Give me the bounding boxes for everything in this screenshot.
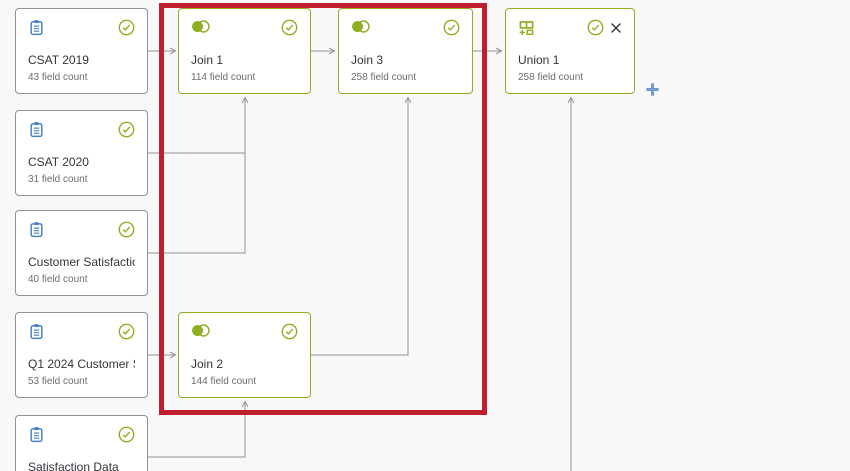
check-circle-icon xyxy=(118,426,135,443)
node-field-count: 31 field count xyxy=(28,174,88,185)
join-venn-icon xyxy=(191,323,210,338)
edge-satisfaction-join2 xyxy=(148,400,249,458)
node-title: Join 2 xyxy=(191,357,224,371)
clipboard-icon xyxy=(28,19,45,36)
node-field-count: 53 field count xyxy=(28,376,88,387)
node-title: Join 1 xyxy=(191,53,224,67)
node-join-3[interactable]: Join 3 258 field count xyxy=(338,8,473,94)
clipboard-icon xyxy=(28,121,45,138)
node-field-count: 258 field count xyxy=(351,72,417,83)
node-field-count: 40 field count xyxy=(28,274,88,285)
node-join-1[interactable]: Join 1 114 field count xyxy=(178,8,311,94)
node-field-count: 114 field count xyxy=(191,72,256,83)
add-node-button[interactable] xyxy=(643,80,661,98)
check-circle-icon xyxy=(118,19,135,36)
check-circle-icon xyxy=(118,221,135,238)
node-field-count: 144 field count xyxy=(191,376,257,387)
check-circle-icon xyxy=(118,121,135,138)
clipboard-icon xyxy=(28,323,45,340)
join-venn-icon xyxy=(191,19,210,34)
node-field-count: 258 field count xyxy=(518,72,584,83)
node-title: CSAT 2019 xyxy=(28,53,89,67)
check-circle-icon xyxy=(281,19,298,36)
check-circle-icon xyxy=(443,19,460,36)
node-title: Satisfaction Data xyxy=(28,460,119,471)
node-q1-2024-customer[interactable]: Q1 2024 Customer Sa... 53 field count xyxy=(15,312,148,398)
node-field-count: 43 field count xyxy=(28,72,88,83)
check-circle-icon xyxy=(281,323,298,340)
plus-icon xyxy=(644,81,661,98)
node-title: CSAT 2020 xyxy=(28,155,89,169)
node-title: Q1 2024 Customer Sa... xyxy=(28,357,135,371)
node-join-2[interactable]: Join 2 144 field count xyxy=(178,312,311,398)
node-title: Union 1 xyxy=(518,53,560,67)
join-venn-icon xyxy=(351,19,370,34)
edge-join2-join3 xyxy=(311,96,412,356)
edge-customersat-join1 xyxy=(148,96,249,254)
union-table-icon xyxy=(518,19,535,36)
node-title: Join 3 xyxy=(351,53,384,67)
node-csat-2020[interactable]: CSAT 2020 31 field count xyxy=(15,110,148,196)
clipboard-icon xyxy=(28,221,45,238)
node-customer-satisfaction[interactable]: Customer Satisfaction... 40 field count xyxy=(15,210,148,296)
check-circle-icon xyxy=(118,323,135,340)
check-circle-icon xyxy=(587,19,604,36)
node-title: Customer Satisfaction... xyxy=(28,255,135,269)
node-satisfaction-data[interactable]: Satisfaction Data xyxy=(15,415,148,471)
close-icon[interactable] xyxy=(610,22,622,34)
clipboard-icon xyxy=(28,426,45,443)
node-union-1[interactable]: Union 1 258 field count xyxy=(505,8,635,94)
node-csat-2019[interactable]: CSAT 2019 43 field count xyxy=(15,8,148,94)
